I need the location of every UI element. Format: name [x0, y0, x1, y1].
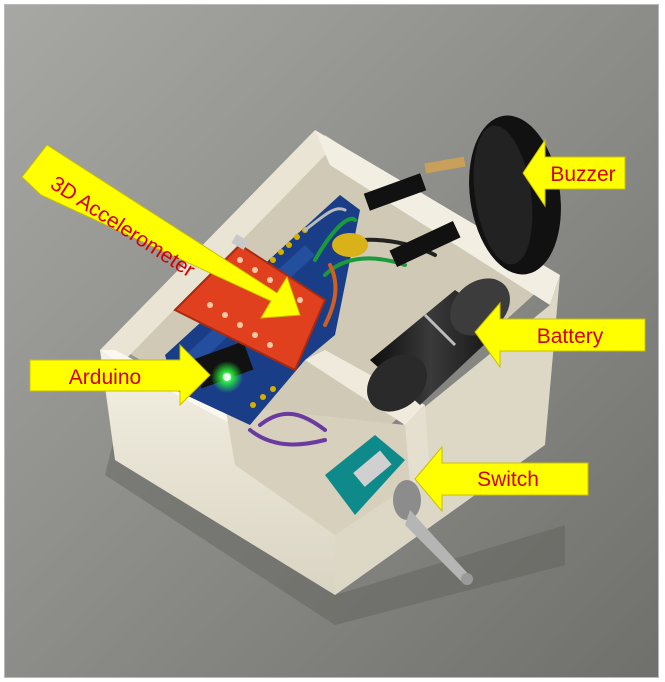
label-switch: Switch	[477, 468, 539, 491]
capacitor	[332, 233, 368, 257]
battery	[367, 278, 510, 412]
annotation-battery: Battery	[474, 301, 646, 369]
toggle-switch	[325, 435, 473, 585]
annotation-switch: Switch	[414, 445, 589, 513]
label-buzzer: Buzzer	[550, 163, 615, 186]
device-photo: Buzzer 3D Accelerometer Arduino Battery …	[5, 5, 658, 677]
enclosure-shadow	[105, 435, 565, 625]
annotation-arduino: Arduino	[29, 343, 211, 407]
label-arduino: Arduino	[69, 366, 141, 389]
photo-frame: Buzzer 3D Accelerometer Arduino Battery …	[4, 4, 659, 678]
label-battery: Battery	[537, 325, 604, 348]
annotation-buzzer: Buzzer	[522, 138, 626, 208]
